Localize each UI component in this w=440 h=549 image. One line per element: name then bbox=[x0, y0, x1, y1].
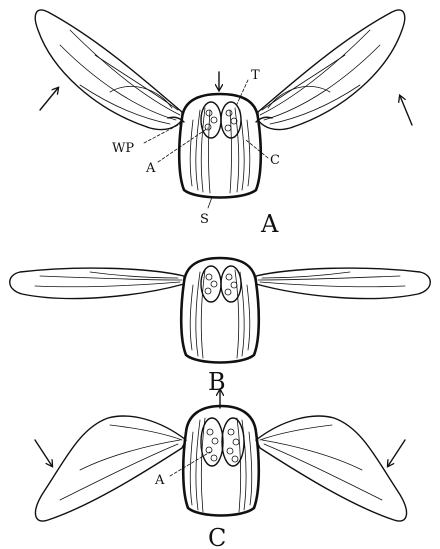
panel-c: A C bbox=[35, 390, 407, 549]
panel-b-label: B bbox=[208, 368, 226, 396]
panel-c-right-wing bbox=[256, 416, 407, 521]
panel-c-left-arrow bbox=[35, 440, 52, 466]
panel-a-left-wing bbox=[35, 10, 182, 130]
label-wing-process: WP bbox=[112, 141, 134, 156]
panel-a-label: A bbox=[260, 210, 279, 238]
panel-a: T WP A C S A bbox=[35, 10, 412, 238]
panel-b-thorax bbox=[181, 258, 259, 363]
panel-a-right-wing bbox=[258, 10, 405, 130]
panel-a-thorax bbox=[168, 94, 272, 198]
panel-c-thorax bbox=[183, 406, 259, 516]
label-muscle-a: A bbox=[145, 161, 156, 176]
label-muscle-c: C bbox=[270, 153, 280, 168]
panel-b: B bbox=[10, 258, 431, 396]
panel-a-right-arrow bbox=[400, 96, 412, 125]
panel-c-right-arrow bbox=[388, 440, 405, 466]
panel-c-label-muscle-a: A bbox=[154, 473, 165, 488]
label-tergum: T bbox=[251, 68, 260, 83]
panel-b-left-wing bbox=[10, 268, 184, 298]
panel-b-right-wing bbox=[256, 268, 430, 298]
panel-c-label: C bbox=[208, 524, 226, 549]
panel-a-left-arrow bbox=[40, 88, 58, 110]
panel-c-left-wing bbox=[35, 416, 186, 521]
label-sternum: S bbox=[200, 212, 209, 227]
